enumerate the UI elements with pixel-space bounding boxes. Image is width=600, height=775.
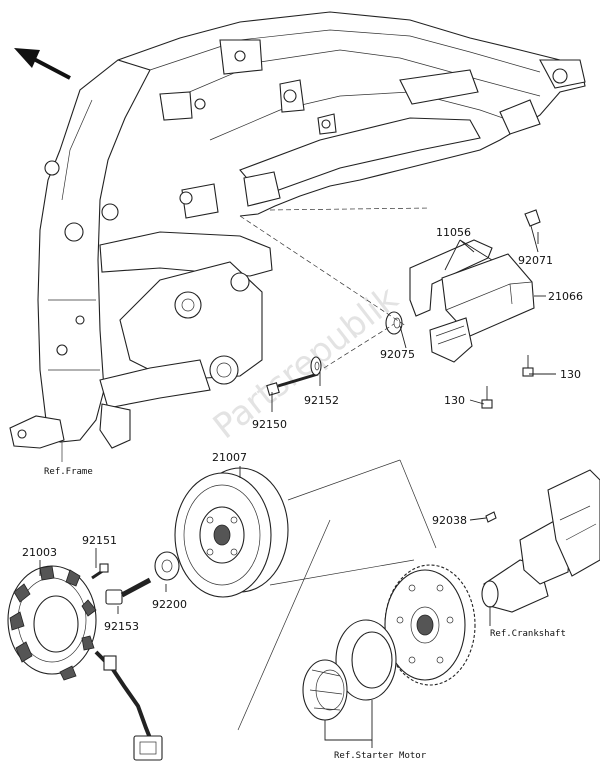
label-92038: 92038 bbox=[432, 514, 467, 527]
label-21066: 21066 bbox=[548, 290, 583, 303]
label-21007: 21007 bbox=[212, 451, 247, 464]
starter-gear bbox=[384, 564, 476, 686]
label-92071: 92071 bbox=[518, 254, 553, 267]
label-130-right: 130 bbox=[560, 368, 581, 381]
label-21003: 21003 bbox=[22, 546, 57, 559]
regulator-assembly bbox=[385, 209, 541, 409]
bolt-92151 bbox=[91, 563, 109, 580]
label-92153: 92153 bbox=[104, 620, 139, 633]
ref-starter-motor-label: Ref.Starter Motor bbox=[334, 751, 427, 761]
bolt-130-right bbox=[522, 355, 534, 377]
leader-lines bbox=[39, 207, 556, 748]
stator-21003 bbox=[7, 565, 163, 761]
starter-clutch-ring bbox=[335, 619, 397, 701]
bolt-92150 bbox=[266, 372, 319, 396]
arrow-front-left-icon bbox=[14, 48, 71, 80]
label-92151: 92151 bbox=[82, 534, 117, 547]
label-92150: 92150 bbox=[252, 418, 287, 431]
washer-92152 bbox=[310, 356, 322, 376]
one-way-clutch bbox=[302, 659, 348, 721]
ref-crankshaft-label: Ref.Crankshaft bbox=[490, 629, 566, 639]
crankshaft bbox=[481, 469, 600, 613]
label-92075: 92075 bbox=[380, 348, 415, 361]
frame-assembly bbox=[9, 11, 586, 449]
washer-92200 bbox=[154, 551, 180, 581]
label-11056: 11056 bbox=[436, 226, 471, 239]
label-92200: 92200 bbox=[152, 598, 187, 611]
ref-frame-label: Ref.Frame bbox=[44, 467, 93, 477]
label-130-lower: 130 bbox=[444, 394, 465, 407]
bolt-130-lower bbox=[481, 386, 493, 409]
rotor-21007 bbox=[174, 467, 289, 598]
label-92152: 92152 bbox=[304, 394, 339, 407]
bolt-92153 bbox=[105, 577, 152, 605]
